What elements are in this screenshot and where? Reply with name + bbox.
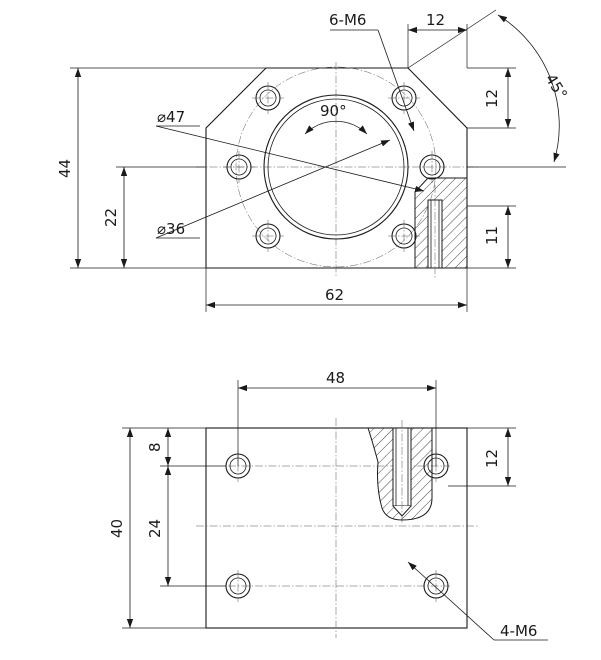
dim-right-height-12: 12 <box>483 89 501 108</box>
angle-90-label: 90° <box>320 102 347 120</box>
dim-top-offset-8: 8 <box>146 442 164 452</box>
inner-bore-circle-edge <box>267 98 405 236</box>
bolt-hole <box>252 82 284 114</box>
mount-hole <box>225 570 251 602</box>
angle-90-arc <box>304 120 368 135</box>
dim-total-width-62: 62 <box>325 286 344 304</box>
top-section-hatch <box>414 177 468 278</box>
bolt-hole <box>223 151 255 183</box>
inner-bore-circle <box>263 94 409 240</box>
dim-inner-diameter: ⌀36 <box>157 220 185 238</box>
outer-bore-circle <box>235 66 437 268</box>
bottom-section-hatch <box>367 420 433 524</box>
bolt-hole <box>252 220 284 252</box>
dim-angle-45: 45° <box>542 71 571 103</box>
dia36-leader <box>155 139 391 239</box>
dim-hole-spacing-48: 48 <box>326 369 345 387</box>
bottom-view: 48 40 8 24 12 4-M6 <box>108 369 548 641</box>
dim-right-height-12-bottom: 12 <box>483 449 501 468</box>
mount-hole <box>423 570 449 602</box>
bolt-hole <box>388 82 420 114</box>
dim-top-width-12: 12 <box>426 11 445 29</box>
dim-total-height-44: 44 <box>56 159 74 178</box>
thread-callout-top: 6-M6 <box>329 11 366 29</box>
dim-vertical-spacing-24: 24 <box>146 519 164 538</box>
dim-outer-diameter: ⌀47 <box>157 108 185 126</box>
top-view: 90° 6-M6 12 45° 12 11 44 22 <box>56 9 571 312</box>
dim-hole-depth-11: 11 <box>483 226 501 245</box>
dim-half-height-22: 22 <box>102 208 120 227</box>
bottom-view-outline <box>205 427 468 629</box>
angle-45-arc <box>497 14 560 163</box>
thread-callout-bottom: 4-M6 <box>500 622 537 640</box>
dia47-leader <box>155 125 425 192</box>
dim-total-height-40: 40 <box>108 519 126 538</box>
